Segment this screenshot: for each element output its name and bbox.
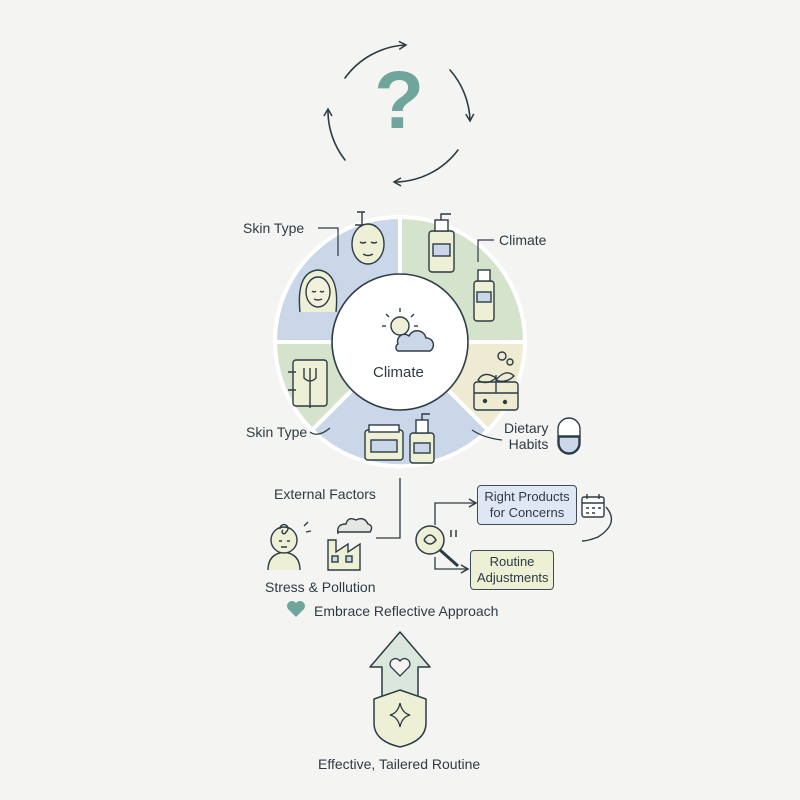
capsule-icon	[557, 417, 581, 455]
reflective-approach-label: Embrace Reflective Approach	[314, 603, 499, 619]
label-dietary-habits: Dietary Habits	[504, 420, 549, 452]
factory-pollution-icon	[327, 517, 373, 571]
external-connector	[376, 478, 401, 539]
spray-bottle-icon	[473, 269, 495, 322]
bottle-icon	[428, 213, 455, 273]
pump-bottle-icon	[409, 413, 435, 464]
stress-pollution-label: Stress & Pollution	[265, 579, 376, 595]
routine-adjustments-box: Routine Adjustments	[470, 550, 554, 590]
shield-sparkle-icon	[373, 689, 427, 748]
stressed-person-icon	[267, 521, 312, 571]
fork-menu-icon	[288, 359, 328, 408]
heart-icon	[286, 601, 305, 617]
plant-soil-icon	[473, 351, 519, 411]
result-label: Effective, Tailered Routine	[318, 756, 481, 772]
arrow-to-adjustments	[434, 557, 470, 574]
sun-cloud-icon	[382, 308, 435, 352]
label-skin-type-top: Skin Type	[243, 220, 305, 236]
right-products-box: Right Products for Concerns	[477, 485, 577, 525]
question-mark-icon: ?	[374, 55, 424, 146]
svg-text:?: ?	[374, 55, 424, 146]
face-icon	[351, 211, 385, 265]
center-label: Climate	[373, 364, 424, 381]
woman-face-icon	[298, 269, 338, 313]
cream-jar-icon	[364, 424, 404, 461]
label-climate: Climate	[499, 232, 547, 248]
calendar-loop-connector	[581, 506, 613, 542]
cycle-arrows-icon	[323, 40, 475, 187]
arrow-to-products	[434, 498, 478, 525]
external-factors-title: External Factors	[274, 486, 376, 502]
label-skin-type-bottom: Skin Type	[246, 424, 308, 440]
magnifier-face-icon	[415, 525, 459, 568]
calendar-icon	[581, 494, 613, 542]
leader-lines	[309, 227, 503, 441]
